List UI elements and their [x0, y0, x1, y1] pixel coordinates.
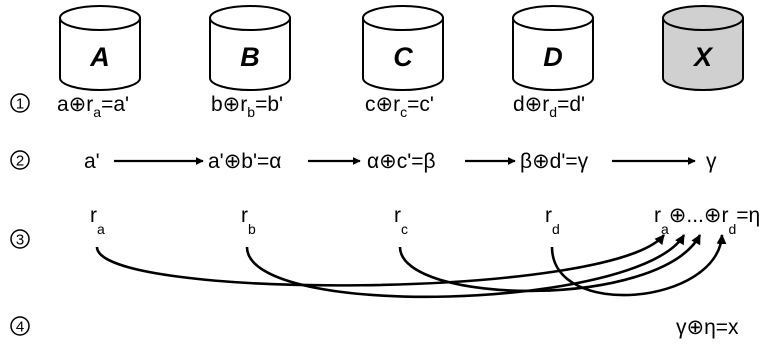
- svg-text:3: 3: [16, 232, 24, 249]
- chain-gamma: β⊕d'=γ: [520, 150, 589, 173]
- mask-rb: rb: [241, 204, 256, 237]
- chain-beta: α⊕c'=β: [367, 150, 436, 173]
- mask-arrow-d: [550, 234, 727, 297]
- step-4-marker: 4: [10, 316, 30, 336]
- mask-expression-d: d⊕rd=d': [513, 93, 585, 120]
- party-d-label: D: [543, 42, 563, 72]
- mask-arrow-c: [398, 234, 702, 293]
- step-2-marker: 2: [10, 150, 30, 170]
- mask-expression-b: b⊕rb=b': [211, 93, 283, 120]
- step-3-marker: 3: [10, 229, 30, 249]
- party-x-database: X: [662, 5, 744, 91]
- mask-arrow-b: [245, 234, 686, 299]
- svg-text:1: 1: [16, 96, 24, 113]
- party-b-database: B: [209, 5, 291, 91]
- chain-result: γ: [706, 150, 717, 173]
- svg-text:2: 2: [16, 153, 24, 170]
- mask-rd: rd: [545, 204, 560, 237]
- party-c-database: C: [362, 5, 444, 91]
- mask-expression-c: c⊕rc=c': [365, 93, 434, 120]
- party-x-label: X: [692, 42, 714, 72]
- svg-text:4: 4: [16, 319, 24, 336]
- final-result: γ⊕η=x: [676, 316, 739, 339]
- mask-ra: ra: [90, 204, 105, 237]
- chain-alpha: a'⊕b'=α: [208, 150, 281, 173]
- party-a-label: A: [89, 42, 110, 72]
- step-1-marker: 1: [10, 93, 30, 113]
- party-b-label: B: [240, 42, 260, 72]
- mask-arrow-a: [95, 234, 666, 287]
- party-a-database: A: [59, 5, 141, 91]
- combined-mask: ra⊕...⊕rd=η: [654, 204, 760, 237]
- mask-rc: rc: [394, 204, 408, 237]
- mask-expression-a: a⊕ra=a': [57, 93, 129, 120]
- party-c-label: C: [393, 42, 413, 72]
- party-d-database: D: [512, 5, 594, 91]
- chain-start: a': [84, 150, 100, 173]
